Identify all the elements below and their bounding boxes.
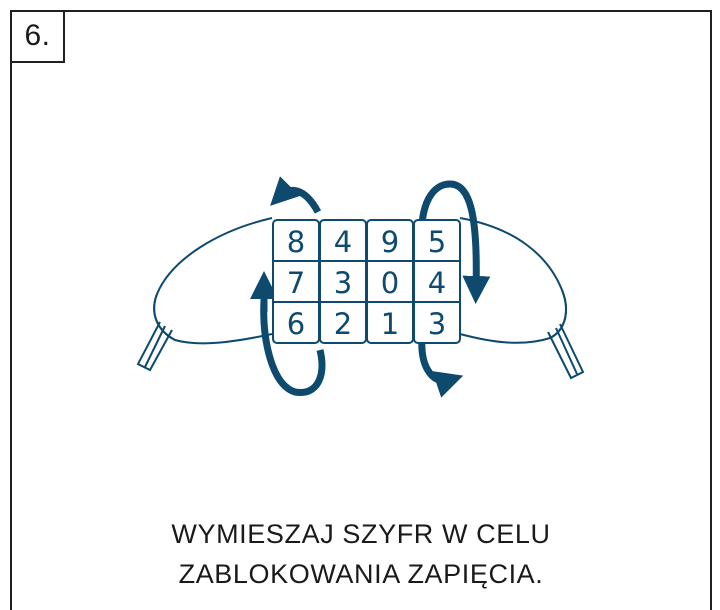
dial-1-middle-digit: 7 (287, 266, 305, 300)
instruction-line-1: WYMIESZAJ SZYFR W CELU (171, 519, 551, 549)
dial-3-bottom-digit: 1 (381, 307, 399, 341)
dial-4-top-digit: 5 (428, 225, 446, 259)
dial-dividers (273, 260, 460, 303)
dial-4-bottom-digit: 3 (428, 307, 446, 341)
dial-2-middle-digit: 3 (334, 266, 352, 300)
step-number: 6. (24, 19, 51, 52)
dial-2-top-digit: 4 (334, 225, 352, 259)
dial-1-top-digit: 8 (287, 225, 305, 259)
instruction-line-2: ZABLOKOWANIA ZAPIĘCIA. (178, 559, 544, 589)
dial-3-top-digit: 9 (381, 225, 399, 259)
dial-2-bottom-digit: 2 (334, 307, 352, 341)
dial-4-middle-digit: 4 (428, 266, 446, 300)
step-number-box (10, 10, 65, 63)
right-strap (459, 217, 585, 380)
dial-1-bottom-digit: 6 (287, 307, 305, 341)
left-strap (136, 217, 273, 372)
dial-3-middle-digit: 0 (381, 266, 399, 300)
instruction-panel-frame (10, 10, 712, 610)
left-rotation-arrow (250, 176, 326, 396)
dial-wheels (272, 219, 461, 344)
right-rotation-arrow (418, 180, 491, 398)
